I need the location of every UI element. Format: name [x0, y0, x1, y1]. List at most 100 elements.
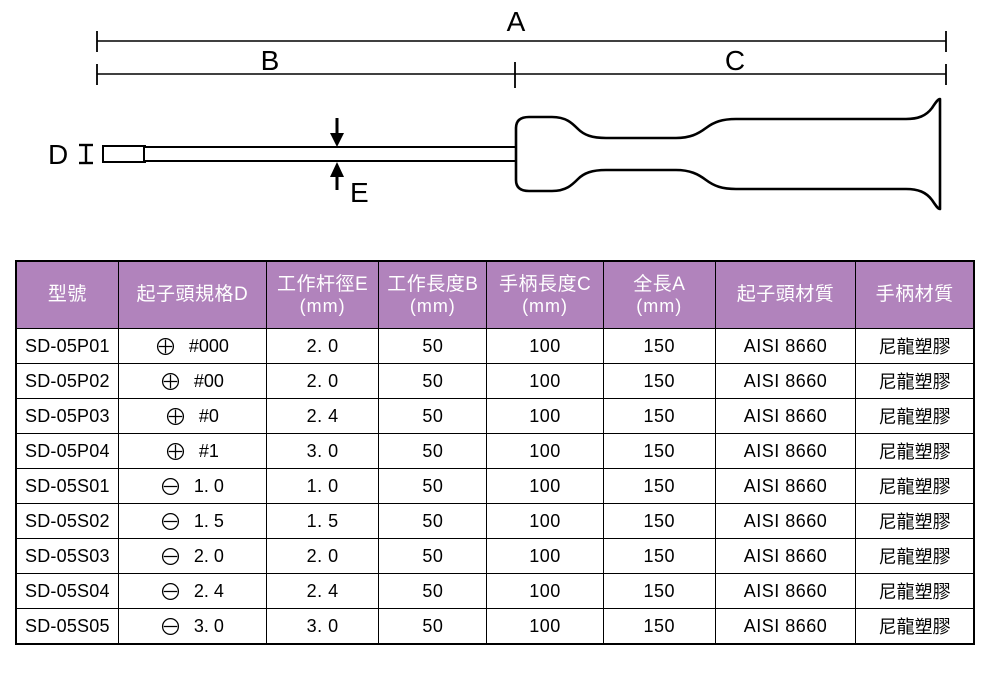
cell-tip-material: AISI 8660: [714, 363, 857, 399]
cell-handle-material: 尼龍塑膠: [855, 328, 975, 364]
cell-shaft-dia: 2. 4: [265, 573, 380, 609]
cell-tip-material: AISI 8660: [714, 468, 857, 504]
cell-tip-material: AISI 8660: [714, 608, 857, 645]
cell-shaft-dia: 3. 0: [265, 433, 380, 469]
col-header-model: 型號: [15, 260, 119, 329]
col-header-shaft-dia: 工作杆徑E (mm): [265, 260, 380, 329]
cell-blade-length: 50: [378, 433, 488, 469]
cell-tip-spec: 2. 4: [117, 573, 268, 609]
cell-model: SD-05P02: [15, 363, 119, 399]
cell-handle-length: 100: [486, 468, 604, 504]
phillips-icon: [166, 442, 185, 461]
col-header-title: 起子頭材質: [736, 284, 835, 306]
cell-blade-length: 50: [378, 538, 488, 574]
cell-overall-length: 150: [602, 433, 716, 469]
cell-tip-spec-label: #000: [188, 335, 229, 356]
cell-model: SD-05P04: [15, 433, 119, 469]
cell-handle-material: 尼龍塑膠: [855, 363, 975, 399]
cell-shaft-dia: 2. 0: [265, 363, 380, 399]
cell-tip-spec-label: #0: [198, 405, 219, 426]
screwdriver-handle: [514, 97, 942, 211]
cell-overall-length: 150: [602, 608, 716, 645]
label-d: D: [48, 139, 68, 170]
col-header-title: 型號: [47, 284, 87, 306]
slotted-icon: [161, 617, 180, 636]
cell-tip-material: AISI 8660: [714, 573, 857, 609]
col-header-blade-length: 工作長度B (mm): [378, 260, 488, 329]
label-b: B: [261, 45, 280, 76]
cell-tip-spec-label: 2. 0: [193, 545, 224, 566]
cell-tip-spec-label: #00: [193, 370, 224, 391]
label-c: C: [725, 45, 745, 76]
cell-tip-material: AISI 8660: [714, 503, 857, 539]
cell-blade-length: 50: [378, 468, 488, 504]
slotted-icon: [161, 582, 180, 601]
screwdriver-spec-table: 型號 起子頭規格D 工作杆徑E (mm) 工作長度B (mm) 手柄長度C (m…: [15, 260, 975, 645]
cell-model: SD-05P03: [15, 398, 119, 434]
cell-tip-spec-label: 1. 5: [193, 510, 224, 531]
cell-tip-spec-label: 3. 0: [193, 615, 224, 636]
cell-blade-length: 50: [378, 363, 488, 399]
col-header-unit: (mm): [299, 295, 346, 316]
cell-tip-spec: #000: [117, 328, 268, 364]
dimension-line-a: [96, 31, 947, 52]
col-header-handle-length: 手柄長度C (mm): [486, 260, 604, 329]
slotted-icon: [161, 477, 180, 496]
screwdriver-tip: [102, 145, 146, 163]
cell-overall-length: 150: [602, 503, 716, 539]
label-a: A: [507, 6, 526, 37]
cell-overall-length: 150: [602, 538, 716, 574]
cell-model: SD-05P01: [15, 328, 119, 364]
cell-handle-material: 尼龍塑膠: [855, 398, 975, 434]
screwdriver-shaft: [143, 146, 521, 162]
col-header-tip-material: 起子頭材質: [714, 260, 857, 329]
col-header-unit: (mm): [409, 295, 456, 316]
cell-handle-material: 尼龍塑膠: [855, 503, 975, 539]
label-e: E: [350, 177, 369, 208]
col-header-title: 手柄長度C: [498, 274, 592, 296]
cell-handle-material: 尼龍塑膠: [855, 468, 975, 504]
cell-blade-length: 50: [378, 398, 488, 434]
tip-width-marker-icon: [79, 143, 93, 165]
cell-tip-material: AISI 8660: [714, 398, 857, 434]
cell-model: SD-05S05: [15, 608, 119, 645]
cell-shaft-dia: 1. 0: [265, 468, 380, 504]
cell-blade-length: 50: [378, 608, 488, 645]
col-header-overall-length: 全長A (mm): [602, 260, 716, 329]
cell-model: SD-05S04: [15, 573, 119, 609]
cell-blade-length: 50: [378, 328, 488, 364]
phillips-icon: [161, 372, 180, 391]
cell-shaft-dia: 1. 5: [265, 503, 380, 539]
cell-handle-length: 100: [486, 328, 604, 364]
cell-blade-length: 50: [378, 573, 488, 609]
cell-handle-length: 100: [486, 433, 604, 469]
cell-tip-spec: 1. 5: [117, 503, 268, 539]
slotted-icon: [161, 512, 180, 531]
cell-tip-spec: #0: [117, 398, 268, 434]
cell-handle-length: 100: [486, 503, 604, 539]
cell-handle-length: 100: [486, 363, 604, 399]
cell-handle-material: 尼龍塑膠: [855, 433, 975, 469]
cell-model: SD-05S01: [15, 468, 119, 504]
cell-tip-spec: 1. 0: [117, 468, 268, 504]
col-header-title: 起子頭規格D: [136, 284, 249, 306]
phillips-icon: [166, 407, 185, 426]
cell-tip-spec: #1: [117, 433, 268, 469]
cell-handle-length: 100: [486, 573, 604, 609]
cell-blade-length: 50: [378, 503, 488, 539]
table-header-row: 型號 起子頭規格D 工作杆徑E (mm) 工作長度B (mm) 手柄長度C (m…: [15, 260, 975, 329]
cell-tip-material: AISI 8660: [714, 433, 857, 469]
cell-tip-spec-label: #1: [198, 440, 219, 461]
phillips-icon: [156, 337, 175, 356]
cell-shaft-dia: 3. 0: [265, 608, 380, 645]
col-header-handle-material: 手柄材質: [855, 260, 975, 329]
shaft-diameter-arrows-icon: [330, 118, 344, 190]
cell-handle-length: 100: [486, 538, 604, 574]
cell-handle-material: 尼龍塑膠: [855, 573, 975, 609]
